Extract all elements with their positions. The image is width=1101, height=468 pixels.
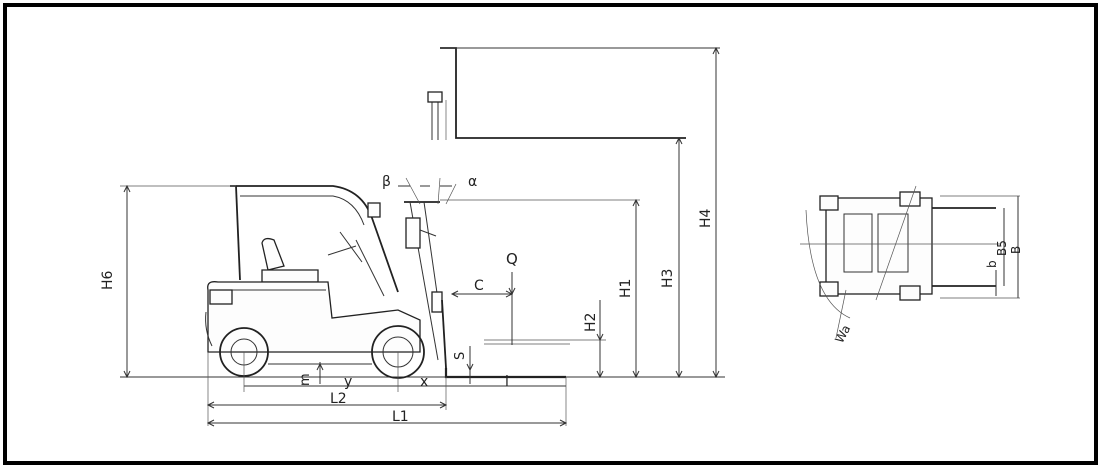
label-H6: H6 <box>100 270 116 290</box>
dimension-labels: H6 H1 H3 H4 H2 Q C S β α m y x l L2 L1 b… <box>100 174 1023 425</box>
label-Wa: Wa <box>832 323 853 346</box>
label-l: l <box>505 374 509 390</box>
label-x: x <box>420 374 428 390</box>
raised-mast <box>427 47 720 140</box>
label-S: S <box>453 352 468 360</box>
label-y: y <box>344 374 352 390</box>
label-L1: L1 <box>392 409 409 425</box>
forklift-side-view <box>205 185 570 379</box>
label-L2: L2 <box>330 391 347 407</box>
label-H1: H1 <box>618 279 634 298</box>
label-H3: H3 <box>660 269 676 288</box>
label-H4: H4 <box>698 208 714 228</box>
label-B5: B5 <box>995 240 1009 256</box>
label-C: C <box>474 278 484 294</box>
label-beta: β <box>382 174 391 190</box>
label-m: m <box>298 373 313 386</box>
label-b: b <box>985 260 999 268</box>
label-H2: H2 <box>583 313 599 332</box>
dimension-lines <box>120 46 720 427</box>
label-Q: Q <box>506 250 518 268</box>
label-B: B <box>1009 246 1023 254</box>
label-alpha: α <box>468 174 477 190</box>
forklift-top-view <box>800 185 1020 339</box>
frame-border <box>3 3 1098 465</box>
